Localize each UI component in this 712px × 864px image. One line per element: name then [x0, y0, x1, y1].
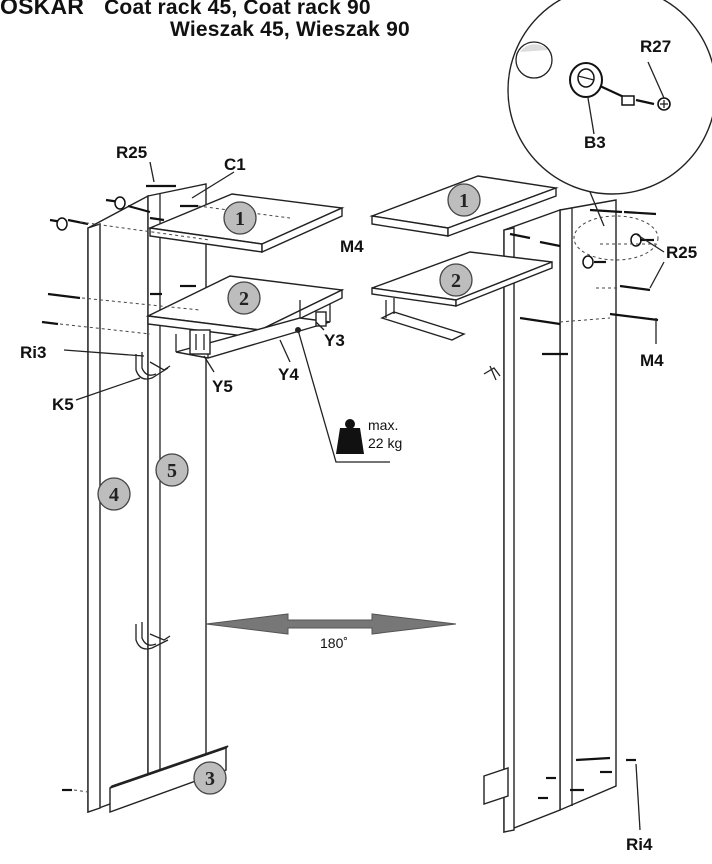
badge-right-shelf-mid: 2: [439, 263, 473, 297]
rotate-arrow: [205, 613, 457, 635]
rotation-label: 180˚: [320, 635, 348, 651]
label-ri4: Ri4: [626, 835, 653, 854]
left-assembly: [41, 161, 390, 814]
hook-right: [483, 365, 501, 381]
hook-k5-upper: [135, 352, 171, 380]
label-y3: Y3: [324, 331, 345, 350]
label-r27: R27: [640, 37, 671, 56]
load-label: max.: [368, 417, 398, 433]
label-y4: Y4: [278, 365, 299, 384]
badge-right-shelf-top: 1: [447, 183, 481, 217]
brand-name: OSKAR: [0, 0, 85, 19]
subtitle-polish: Wieszak 45, Wieszak 90: [170, 18, 410, 41]
badge-back-panel: 5: [155, 453, 189, 487]
label-y5: Y5: [212, 377, 233, 396]
right-assembly: [369, 175, 665, 834]
svg-text:5: 5: [167, 460, 177, 482]
svg-text:1: 1: [235, 208, 245, 230]
back-panel-left: [147, 183, 207, 791]
label-b3: B3: [584, 133, 606, 152]
base-plank-right: [483, 767, 509, 805]
svg-text:1: 1: [459, 190, 469, 212]
hook-k5-lower: [135, 622, 171, 650]
label-r25-right: R25: [666, 243, 697, 262]
screws-left: [41, 184, 291, 793]
label-c1: C1: [224, 155, 246, 174]
svg-text:3: 3: [205, 768, 215, 790]
svg-text:2: 2: [451, 270, 461, 292]
base-plank-left: [109, 745, 229, 813]
subtitle-english: Coat rack 45, Coat rack 90: [104, 0, 371, 19]
load-value: 22 kg: [368, 435, 402, 451]
label-ri3: Ri3: [20, 343, 46, 362]
side-panel-right: [559, 199, 617, 812]
weight-icon: [336, 419, 364, 454]
label-r25-left: R25: [116, 143, 147, 162]
label-m4-right: M4: [640, 351, 664, 370]
back-panel-right: [503, 209, 561, 834]
title-line-1: OSKAR Coat rack 45, Coat rack 90: [0, 0, 480, 20]
badge-base-plank: 3: [193, 761, 227, 795]
label-k5: K5: [52, 395, 74, 414]
svg-text:4: 4: [109, 484, 119, 506]
screws-right: [509, 208, 659, 800]
badge-left-shelf-mid: 2: [227, 281, 261, 315]
label-m4-top: M4: [340, 237, 364, 256]
svg-text:2: 2: [239, 288, 249, 310]
detail-circle: [507, 0, 712, 227]
badge-side-panel: 4: [97, 477, 131, 511]
badge-left-shelf-top: 1: [223, 201, 257, 235]
